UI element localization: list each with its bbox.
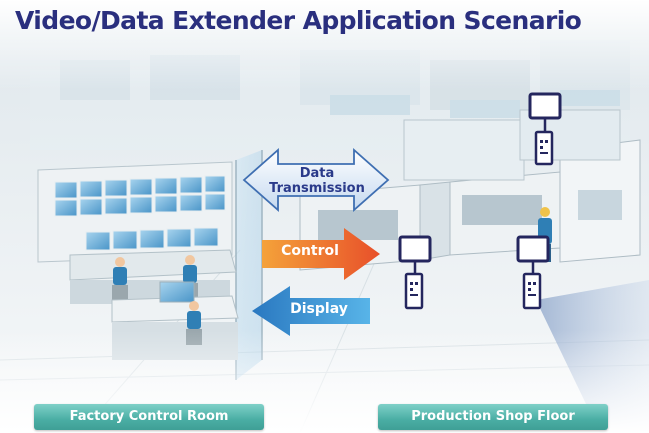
extender-box-icon xyxy=(522,272,542,310)
data-transmission-label-line2: Transmission xyxy=(269,181,365,196)
production-shop-floor-banner: Production Shop Floor xyxy=(378,404,608,430)
control-label: Control xyxy=(281,243,339,259)
data-transmission-arrow xyxy=(242,148,390,212)
data-transmission-label-line1: Data xyxy=(299,166,335,181)
page-title: Video/Data Extender Application Scenario xyxy=(15,6,582,35)
control-arrow xyxy=(262,228,380,280)
extender-box-icon xyxy=(534,130,554,166)
monitor-icon xyxy=(398,235,432,275)
monitor-icon xyxy=(528,92,562,132)
display-arrow xyxy=(252,286,370,336)
factory-control-room-banner: Factory Control Room xyxy=(34,404,264,430)
monitor-icon xyxy=(516,235,550,275)
extender-box-icon xyxy=(404,272,424,310)
video-wall xyxy=(37,161,237,304)
data-transmission-label: Data Transmission xyxy=(258,166,376,196)
display-label: Display xyxy=(290,301,348,317)
